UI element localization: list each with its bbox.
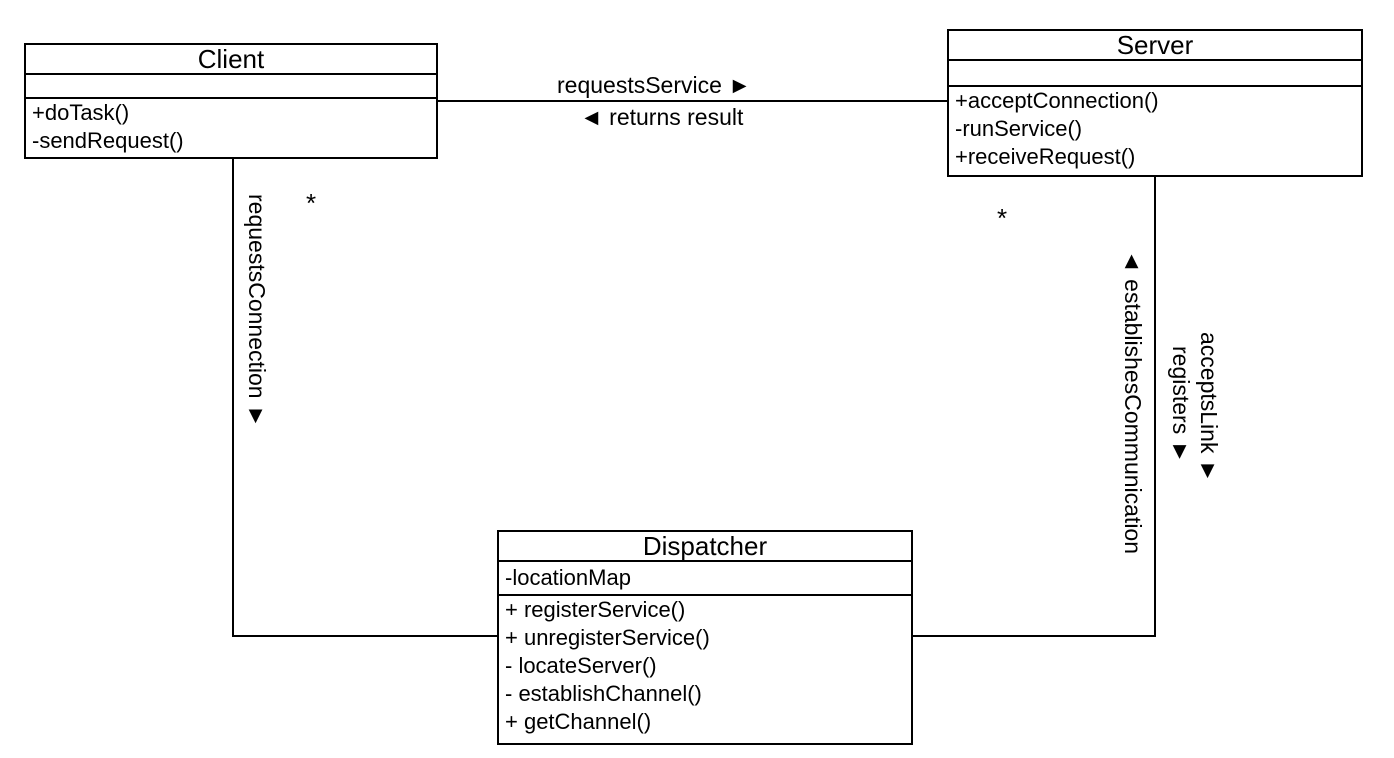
- client-class[interactable]: Client +doTask() -sendRequest(): [24, 43, 438, 159]
- registers-label: registers ►: [1168, 346, 1194, 464]
- client-dispatcher-multiplicity: *: [306, 188, 317, 218]
- returns-result-label: ◄ returns result: [580, 104, 744, 130]
- client-dispatcher-association: [232, 158, 498, 637]
- dispatcher-class-name: Dispatcher: [499, 532, 911, 562]
- dispatcher-operation: + unregisterService(): [505, 625, 710, 650]
- client-operations: +doTask() -sendRequest(): [26, 99, 436, 155]
- server-attributes: [949, 61, 1361, 87]
- requests-service-label: requestsService ►: [557, 72, 752, 98]
- server-operation: -runService(): [955, 116, 1083, 141]
- requests-connection-label: requestsConnection ►: [244, 194, 270, 428]
- dispatcher-operation: - establishChannel(): [505, 681, 702, 706]
- client-operation: -sendRequest(): [32, 128, 184, 153]
- accepts-link-label: acceptsLink ►: [1196, 332, 1222, 483]
- server-operation: +acceptConnection(): [955, 88, 1159, 113]
- server-dispatcher-association: [912, 176, 1156, 637]
- dispatcher-operation: - locateServer(): [505, 653, 657, 678]
- server-operations: +acceptConnection() -runService() +recei…: [949, 87, 1361, 171]
- client-attributes: [26, 75, 436, 99]
- dispatcher-operations: + registerService() + unregisterService(…: [499, 596, 911, 736]
- dispatcher-attribute: -locationMap: [505, 565, 631, 590]
- server-dispatcher-multiplicity: *: [997, 203, 1008, 233]
- dispatcher-operation: + registerService(): [505, 597, 686, 622]
- server-operation: +receiveRequest(): [955, 144, 1136, 169]
- client-class-name: Client: [26, 45, 436, 75]
- server-class[interactable]: Server +acceptConnection() -runService()…: [947, 29, 1363, 177]
- server-class-name: Server: [949, 31, 1361, 61]
- dispatcher-class[interactable]: Dispatcher -locationMap + registerServic…: [497, 530, 913, 745]
- client-operation: +doTask(): [32, 100, 130, 125]
- dispatcher-operation: + getChannel(): [505, 709, 652, 734]
- establishes-communication-label: ◄ establishesCommunication: [1120, 250, 1146, 555]
- dispatcher-attributes: -locationMap: [499, 562, 911, 596]
